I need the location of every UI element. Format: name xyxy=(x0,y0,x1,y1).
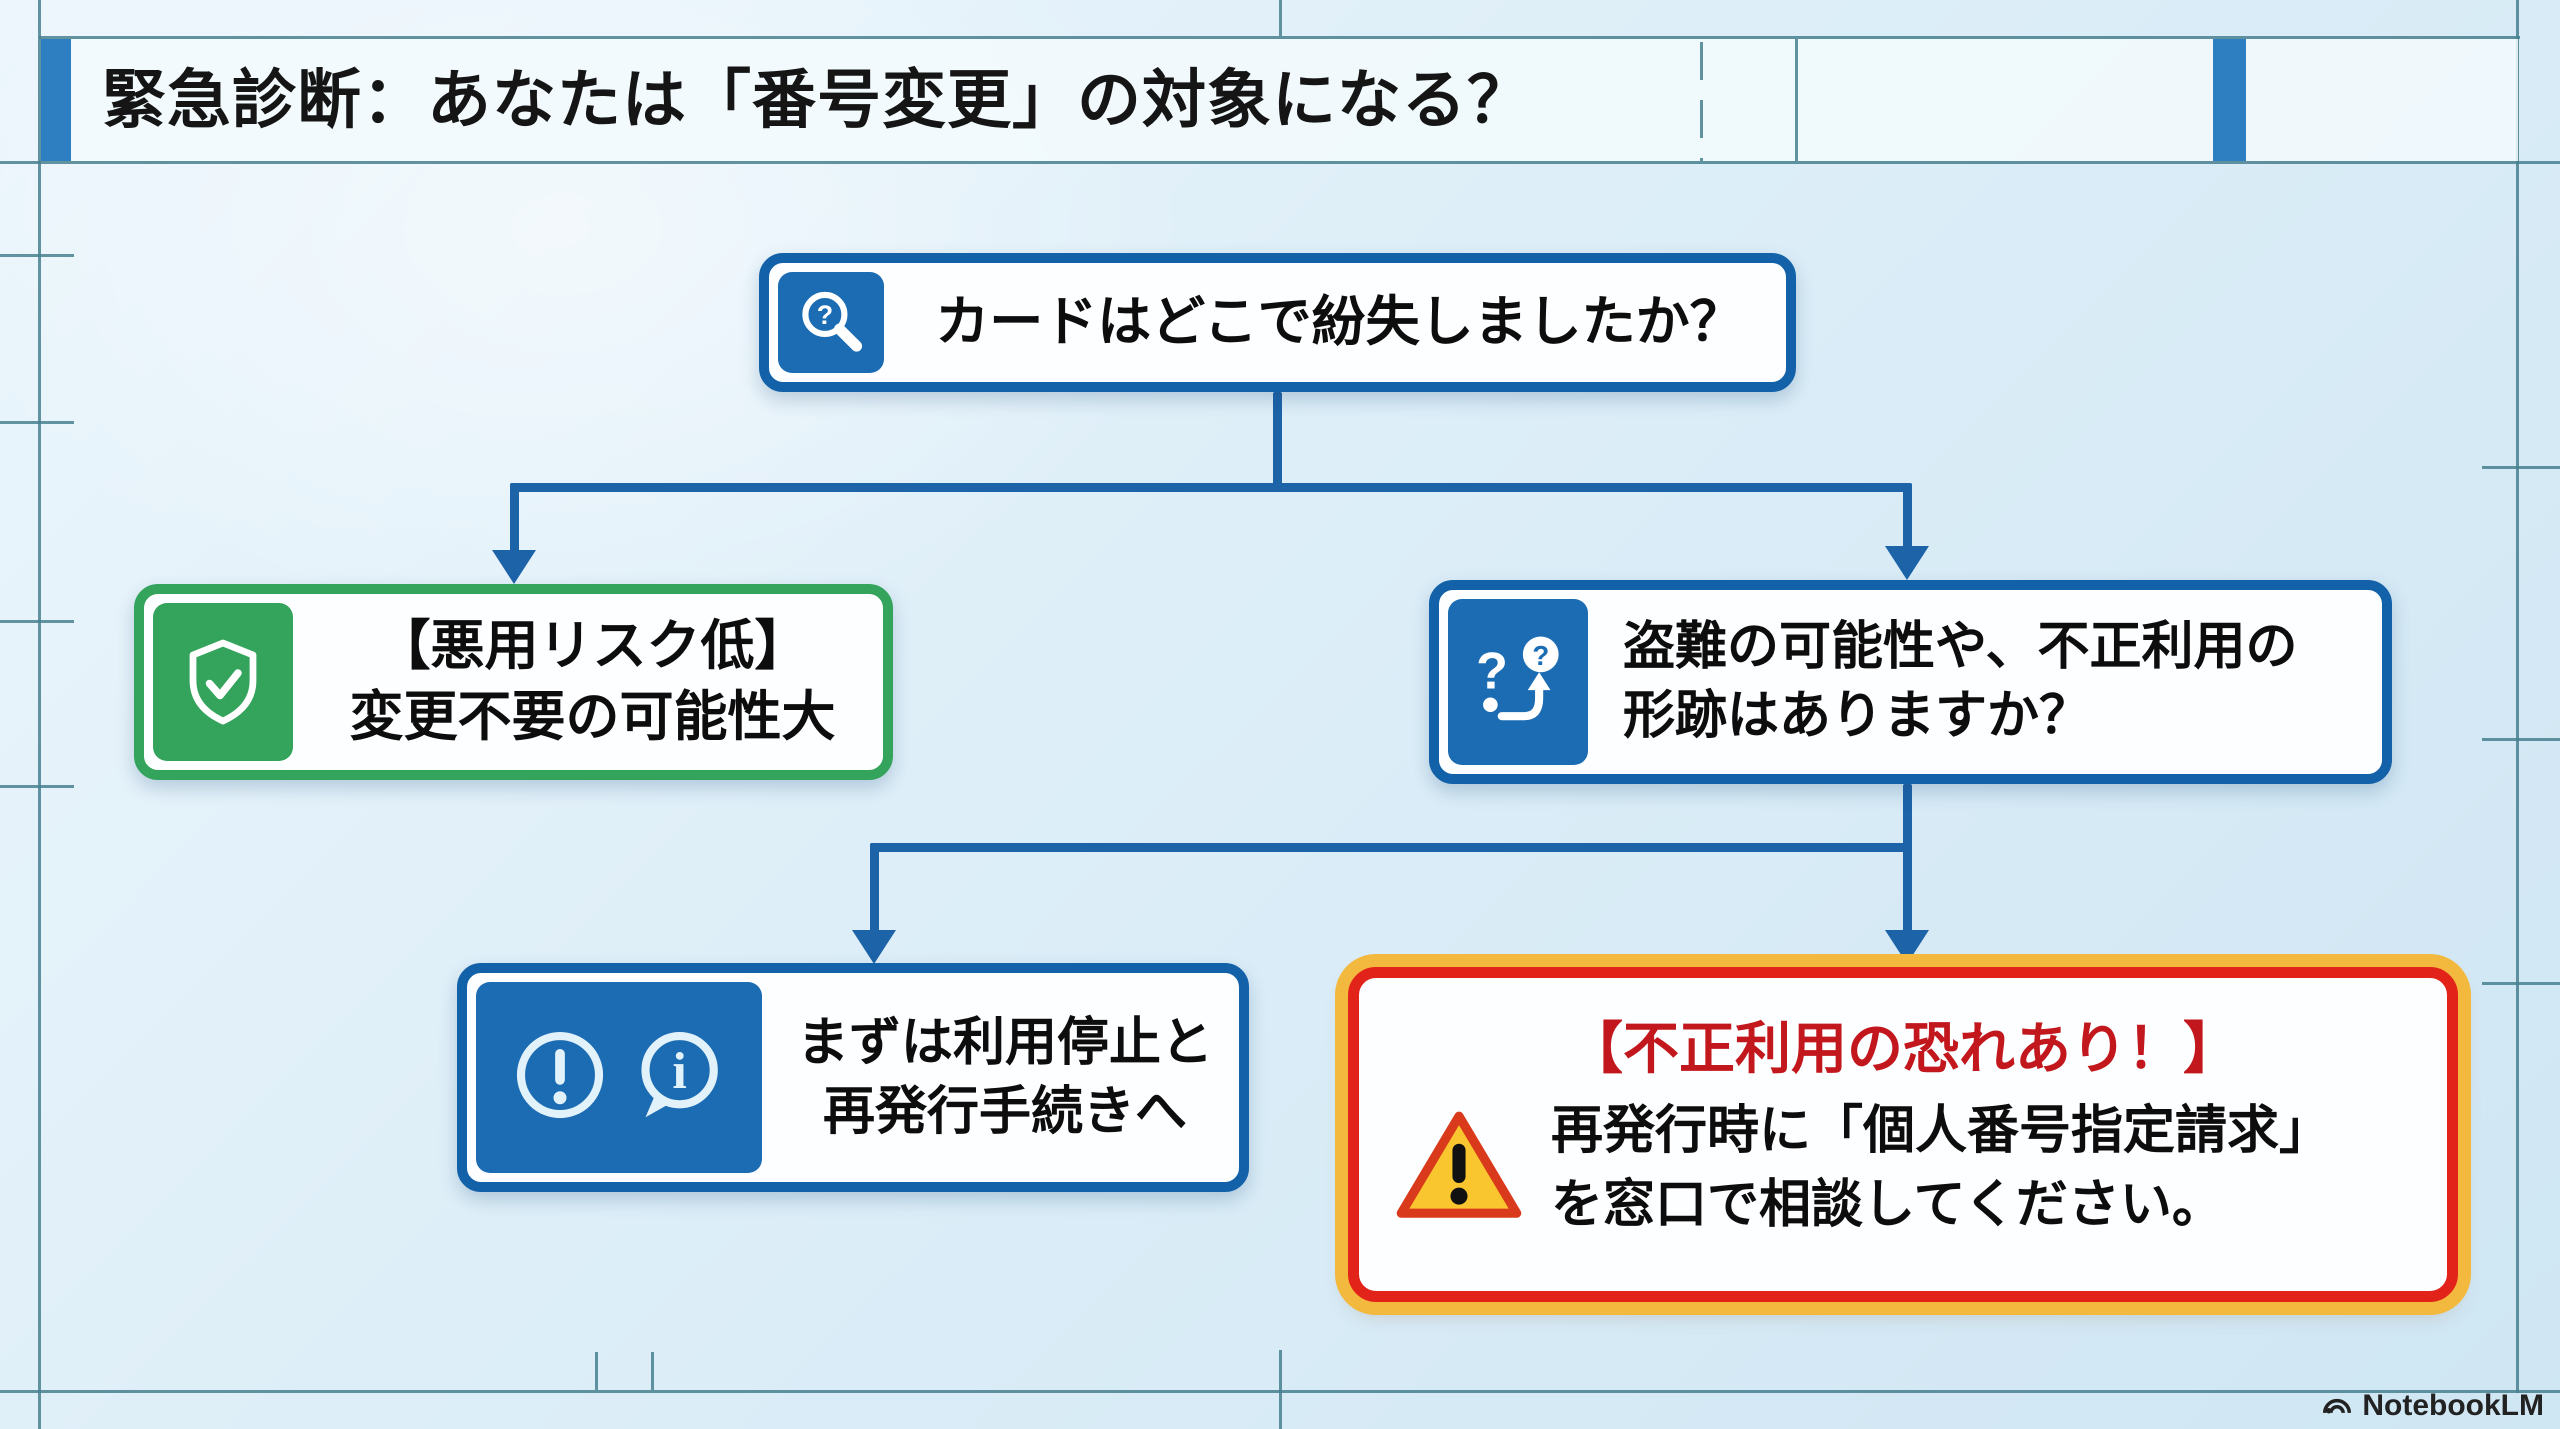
fraud-warning-line2: を窓口で相談してください。 xyxy=(1551,1175,2224,1234)
shield-check-icon xyxy=(153,603,293,761)
connector-warning-stem xyxy=(1903,843,1912,933)
node-fraud-warning: 【不正利用の恐れあり！】 再発行時に「個人番号指定請求」 を窓口で相談してくださ… xyxy=(1348,967,2458,1302)
grid-center-bottom-tick xyxy=(1279,1350,1282,1429)
arrow-to-low-risk-icon xyxy=(492,550,536,584)
arrow-to-suspend-icon xyxy=(852,930,896,964)
theft-question-text: 盗難の可能性や、不正利用の 形跡はありますか？ xyxy=(1597,613,2382,750)
svg-text:?: ? xyxy=(1532,640,1549,671)
grid-right-vertical-line xyxy=(2516,0,2519,1393)
question-path-icon: ? ? xyxy=(1448,599,1588,765)
node-suspend-action: i まずは利用停止と 再発行手続きへ xyxy=(457,963,1249,1192)
warning-triangle-icon xyxy=(1393,1107,1525,1230)
fraud-warning-line1: 再発行時に「個人番号指定請求」 xyxy=(1551,1102,2332,1160)
low-risk-line2: 変更不要の可能性大 xyxy=(349,687,836,747)
header-divider-solid xyxy=(1795,39,1798,161)
alert-circle-icon xyxy=(508,1023,612,1132)
suspend-action-icons: i xyxy=(476,982,762,1173)
connector-root-stem xyxy=(1273,392,1282,487)
connector-left-branch-stem xyxy=(510,483,519,553)
fraud-warning-heading: 【不正利用の恐れあり！】 xyxy=(1567,1017,2239,1080)
grid-left-tick xyxy=(0,620,74,623)
node-low-risk-outcome: 【悪用リスク低】 変更不要の可能性大 xyxy=(134,584,893,780)
suspend-action-line2: 再発行手続きへ xyxy=(822,1082,1187,1141)
grid-right-tick xyxy=(2482,982,2560,985)
arrow-to-warning-icon xyxy=(1885,930,1929,964)
page-title: 緊急診断：あなたは「番号変更」の対象になる？ xyxy=(102,64,1532,136)
node-theft-question: ? ? 盗難の可能性や、不正利用の 形跡はありますか？ xyxy=(1429,580,2392,784)
theft-question-line2: 形跡はありますか？ xyxy=(1623,687,2092,745)
svg-text:?: ? xyxy=(1476,643,1508,701)
connector-level2-horizontal xyxy=(870,843,1912,852)
low-risk-text: 【悪用リスク低】 変更不要の可能性大 xyxy=(302,611,883,754)
grid-right-tick xyxy=(2482,738,2560,741)
info-bubble-icon: i xyxy=(626,1023,730,1132)
root-question-text: カードはどこで紛失しましたか？ xyxy=(935,291,1744,352)
grid-right-tick xyxy=(2482,466,2560,469)
low-risk-line1: 【悪用リスク低】 xyxy=(376,615,809,676)
connector-level1-horizontal xyxy=(510,483,1912,492)
connector-theft-stem xyxy=(1903,784,1912,850)
connector-right-branch-stem xyxy=(1903,483,1912,549)
arrow-to-theft-question-icon xyxy=(1885,546,1929,580)
header-top-border xyxy=(39,36,2520,39)
grid-bottom-tick xyxy=(595,1352,598,1390)
connector-suspend-stem xyxy=(870,843,879,933)
header-bottom-border xyxy=(0,161,2560,164)
watermark: NotebookLM xyxy=(2320,1387,2544,1425)
header-accent-bar-right xyxy=(2213,39,2246,161)
grid-bottom-tick xyxy=(651,1352,654,1390)
grid-left-vertical-line xyxy=(38,0,41,1429)
notebooklm-logo-icon xyxy=(2320,1387,2354,1425)
svg-text:i: i xyxy=(672,1043,686,1100)
magnifier-question-icon: ? xyxy=(778,272,884,373)
header-divider-dashed xyxy=(1700,42,1703,161)
node-root-question: ? カードはどこで紛失しましたか？ xyxy=(759,253,1796,392)
theft-question-line1: 盗難の可能性や、不正利用の xyxy=(1623,618,2298,677)
suspend-action-line1: まずは利用停止と xyxy=(796,1013,1213,1072)
header-accent-bar-left xyxy=(41,39,71,161)
watermark-label: NotebookLM xyxy=(2362,1389,2544,1422)
grid-center-top-tick xyxy=(1279,0,1282,36)
header-band xyxy=(41,39,2518,161)
grid-left-tick xyxy=(0,421,74,424)
suspend-action-text: まずは利用停止と 再発行手続きへ xyxy=(771,1009,1239,1146)
grid-left-tick xyxy=(0,785,74,788)
grid-left-tick xyxy=(0,254,74,257)
fraud-warning-text: 再発行時に「個人番号指定請求」 を窓口で相談してください。 xyxy=(1551,1095,2331,1243)
svg-text:?: ? xyxy=(817,300,833,330)
